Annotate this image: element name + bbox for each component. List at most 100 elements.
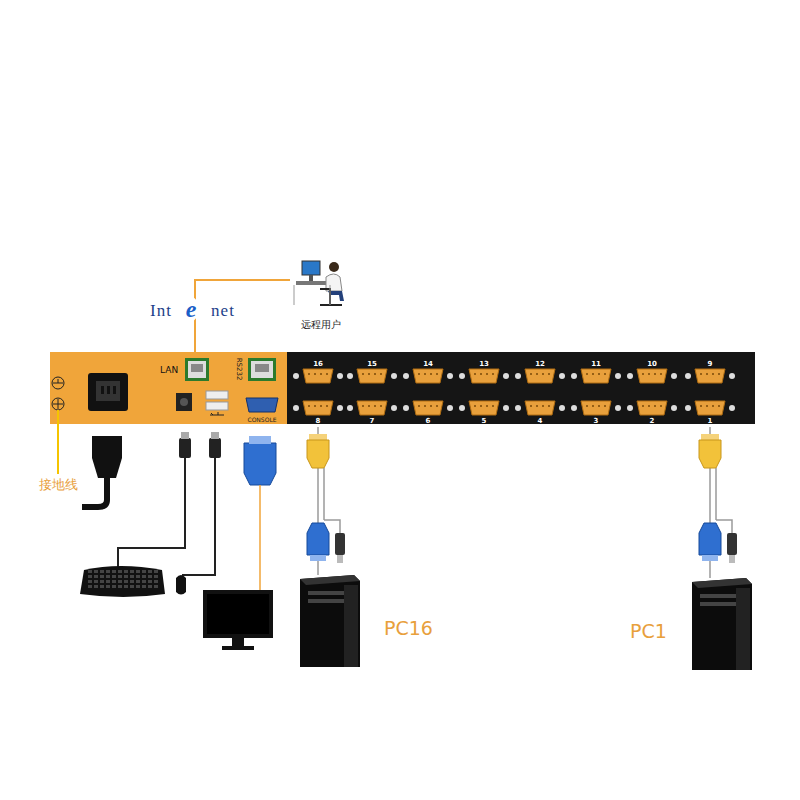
- pin: [700, 373, 702, 375]
- node-text: PC1: [630, 620, 667, 642]
- key: [88, 585, 92, 588]
- key: [112, 585, 116, 588]
- screw: [503, 405, 509, 411]
- db-port: [357, 401, 387, 415]
- pin: [314, 405, 316, 407]
- screw: [571, 373, 577, 379]
- pin: [648, 405, 650, 407]
- key: [154, 570, 158, 573]
- key: [112, 570, 116, 573]
- keyboard: [80, 566, 165, 597]
- key: [142, 580, 146, 583]
- key: [100, 580, 104, 583]
- connectors: [195, 280, 710, 578]
- vga-cable: [244, 436, 276, 590]
- pin: [530, 405, 532, 407]
- power-inlet: [88, 373, 128, 411]
- pin: [660, 373, 662, 375]
- key: [88, 580, 92, 583]
- key: [124, 570, 128, 573]
- label: net: [211, 301, 235, 321]
- pin: [586, 405, 588, 407]
- pin: [430, 405, 432, 407]
- key: [130, 570, 134, 573]
- key: [148, 575, 152, 578]
- pin: [380, 405, 382, 407]
- key: [94, 570, 98, 573]
- pin: [592, 373, 594, 375]
- db-port: [525, 401, 555, 415]
- port-number: 6: [426, 417, 431, 425]
- pin: [418, 405, 420, 407]
- screw: [515, 405, 521, 411]
- pin: [486, 373, 488, 375]
- pin: [362, 405, 364, 407]
- port-number-node: 1: [702, 416, 718, 427]
- key: [124, 580, 128, 583]
- key: [142, 570, 146, 573]
- node-text: 8: [316, 417, 321, 425]
- pin: [642, 373, 644, 375]
- db-port: [303, 401, 333, 415]
- pin: [648, 373, 650, 375]
- screw: [503, 373, 509, 379]
- key: [154, 585, 158, 588]
- db-port: [581, 401, 611, 415]
- db-port: [413, 369, 443, 383]
- remote-user: 远程用户: [290, 255, 352, 331]
- key: [112, 580, 116, 583]
- usb-ports: [206, 391, 228, 415]
- kvm-plug-set: [307, 434, 345, 563]
- pin: [598, 405, 600, 407]
- key: [94, 585, 98, 588]
- pin: [706, 405, 708, 407]
- screw: [559, 405, 565, 411]
- screw: [615, 405, 621, 411]
- cable: [195, 280, 290, 358]
- key: [142, 575, 146, 578]
- screw: [615, 373, 621, 379]
- screw: [347, 405, 353, 411]
- port-number: 15: [367, 360, 377, 368]
- screw: [293, 405, 299, 411]
- pin: [374, 373, 376, 375]
- key: [100, 575, 104, 578]
- pin: [320, 405, 322, 407]
- key: [94, 580, 98, 583]
- screw: [627, 373, 633, 379]
- port-number: 5: [482, 417, 487, 425]
- pin: [536, 405, 538, 407]
- pin: [604, 373, 606, 375]
- screw: [403, 405, 409, 411]
- pc-node: PC1: [626, 578, 756, 673]
- key: [124, 575, 128, 578]
- screw: [447, 405, 453, 411]
- pin: [362, 373, 364, 375]
- pin: [548, 373, 550, 375]
- db-port: [637, 369, 667, 383]
- key: [118, 585, 122, 588]
- screw: [337, 405, 343, 411]
- db-port: [413, 401, 443, 415]
- key: [112, 575, 116, 578]
- key: [154, 580, 158, 583]
- rs232-port: [248, 358, 276, 381]
- key: [154, 575, 158, 578]
- usb-cables: [118, 432, 221, 575]
- pin: [492, 373, 494, 375]
- pin: [474, 373, 476, 375]
- screw: [671, 373, 677, 379]
- node-text: LAN: [160, 365, 178, 375]
- label: 接地线: [38, 476, 79, 494]
- ground-wire: [57, 410, 59, 474]
- label: RS232: [235, 358, 243, 381]
- pin: [548, 405, 550, 407]
- key: [148, 585, 152, 588]
- ground-terminal: [52, 377, 64, 410]
- port-number-node: 8: [310, 416, 326, 427]
- pin: [604, 405, 606, 407]
- key: [100, 570, 104, 573]
- label: Int: [150, 301, 172, 321]
- port-number: 7: [370, 417, 375, 425]
- node-text: 1: [708, 417, 713, 425]
